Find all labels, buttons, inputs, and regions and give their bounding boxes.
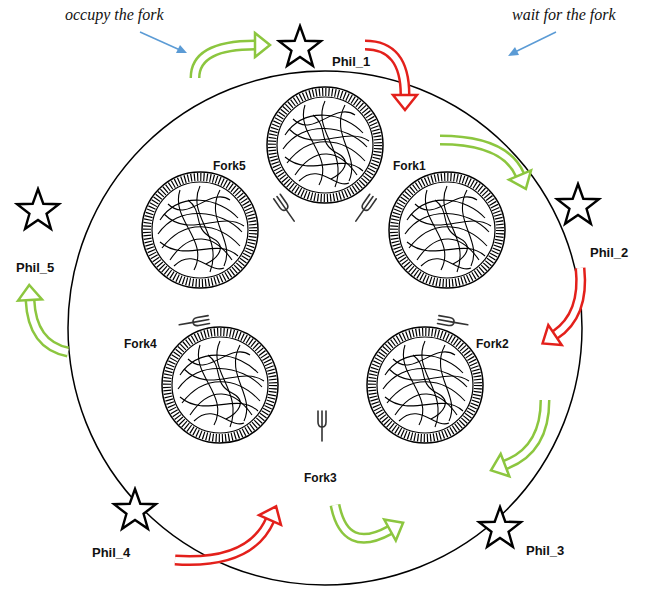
green-arrow [335,505,409,540]
label-holder: occupy the fork [65,6,164,24]
annotation-note: wait for the fork [512,6,616,23]
leader-line [140,32,180,50]
red-arrow [536,268,581,353]
fork-label: Fork4 [124,337,157,351]
philosopher-name: Phil_5 [16,260,54,275]
philosopher-label-holder: Phil_2 [590,243,628,261]
philosopher-star: Phil_2 [554,181,602,229]
forks [179,194,469,441]
star-outline [554,181,602,229]
label-holder: Fork3 [304,468,337,486]
star-shape [114,489,156,529]
occupy-arrows [17,33,545,540]
philosopher-name: Phil_4 [92,545,130,560]
star-shape [557,184,599,224]
plate [142,172,258,288]
plate [389,172,505,288]
star-shape [17,189,59,229]
fork-icon [438,316,469,329]
star-outline [476,504,524,552]
philosopher-star: Phil_3 [476,504,524,552]
fork-icon [274,194,298,223]
philosopher-label-holder: Phil_4 [92,543,130,561]
plate [367,327,483,443]
table-outline [68,71,582,585]
annotation-note: occupy the fork [65,6,164,23]
green-arrow [487,400,545,482]
philosopher-name: Phil_2 [590,245,628,260]
leader-head [176,45,187,53]
star-outline [111,486,159,534]
star-shape [279,26,321,66]
label-holder: Fork1 [393,156,426,174]
fork-icon [179,316,210,329]
star-outline [276,23,324,71]
philosopher-name: Phil_1 [332,54,370,69]
fork-icon [318,411,326,441]
philosopher-label-holder: Phil_5 [16,258,54,276]
star-shape [479,507,521,547]
leader-arrows [140,32,556,56]
wait-arrows [175,45,581,561]
red-arrow [365,45,417,110]
leader-line [515,32,556,52]
leader-head [508,47,519,56]
fork-label: Fork5 [213,159,246,173]
green-arrow [440,140,537,193]
label-holder: wait for the fork [512,6,616,24]
plate [267,87,383,203]
fork-label: Fork1 [393,159,426,173]
fork-label: Fork3 [304,471,337,485]
philosopher-name: Phil_3 [526,543,564,558]
philosopher-star: Phil_5 [14,186,62,234]
star-outline [14,186,62,234]
philosopher-star: Phil_4 [111,486,159,534]
philosopher-label-holder: Phil_1 [332,52,370,70]
green-arrow [195,33,270,78]
label-holder: Fork2 [476,334,509,352]
red-arrow [175,501,287,560]
fork-icon [353,194,377,223]
green-arrow [17,284,68,352]
label-holder: Fork4 [124,334,157,352]
plate [162,327,278,443]
philosopher-label-holder: Phil_3 [526,541,564,559]
fork-label: Fork2 [476,337,509,351]
philosopher-star: Phil_1 [276,23,324,71]
label-holder: Fork5 [213,156,246,174]
